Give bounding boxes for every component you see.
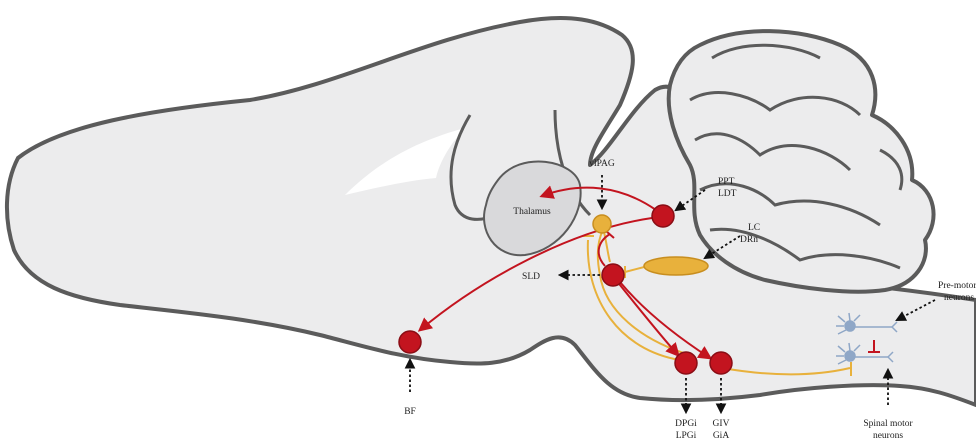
sld-label: SLD <box>522 272 540 282</box>
premotor-label-line1: Pre-motor <box>938 281 976 291</box>
ldt-label: LDT <box>718 189 737 199</box>
lpgi-label: LPGi <box>676 431 697 441</box>
dpgi-nucleus <box>675 352 697 374</box>
giv-nucleus <box>710 352 732 374</box>
vlpag-nucleus <box>593 215 611 233</box>
thalamus-label: Thalamus <box>513 207 551 217</box>
premotor-label-line2: neurons <box>944 293 974 303</box>
spinal-label-line1: Spinal motor <box>863 419 913 429</box>
drn-label: DRn <box>740 235 758 245</box>
ppt-ldt-nucleus <box>652 205 674 227</box>
sld-nucleus <box>602 264 624 286</box>
lc-drn-nucleus <box>644 257 708 275</box>
spinal-label-line2: neurons <box>873 431 903 441</box>
vlpag-label: vlPAG <box>589 159 615 169</box>
giv-label: GIV <box>713 419 730 429</box>
bf-label: BF <box>404 407 416 417</box>
ppt-label: PPT <box>718 177 735 187</box>
dpgi-label: DPGi <box>675 419 697 429</box>
lc-label: LC <box>748 223 760 233</box>
gia-label: GiA <box>713 431 730 441</box>
bf-nucleus <box>399 331 421 353</box>
